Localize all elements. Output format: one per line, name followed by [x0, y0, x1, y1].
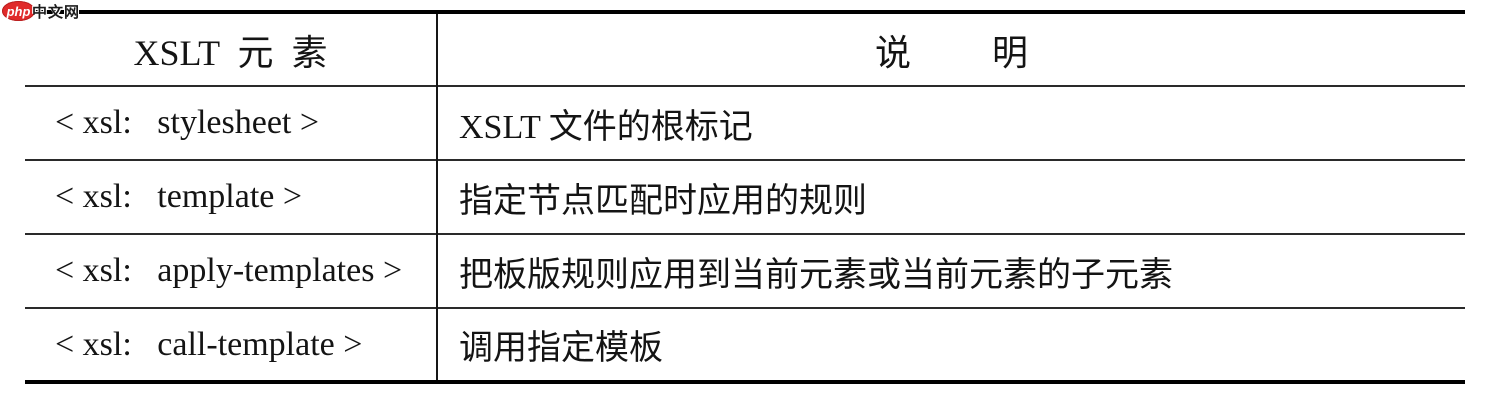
table-row: < xsl: call-template > 调用指定模板	[25, 307, 1465, 382]
php-logo-icon: php	[2, 1, 35, 21]
table-row: < xsl: template > 指定节点匹配时应用的规则	[25, 159, 1465, 234]
table-row: < xsl: apply-templates > 把板版规则应用到当前元素或当前…	[25, 233, 1465, 308]
element-cell: < xsl: call-template >	[25, 307, 438, 382]
header-description: 说 明	[874, 32, 1028, 73]
description-cell: 指定节点匹配时应用的规则	[437, 159, 1465, 234]
site-name: 中文网	[32, 3, 81, 21]
table-header-row: XSLT 元 素 说 明	[25, 12, 1465, 86]
description-cell: XSLT 文件的根标记	[437, 85, 1465, 160]
description-cell: 把板版规则应用到当前元素或当前元素的子元素	[437, 233, 1465, 308]
description-cell: 调用指定模板	[437, 307, 1465, 382]
element-cell: < xsl: stylesheet >	[25, 85, 438, 160]
xslt-elements-table: XSLT 元 素 说 明 < xsl: stylesheet > XSLT 文件…	[25, 10, 1465, 384]
element-cell: < xsl: template >	[25, 159, 438, 234]
element-cell: < xsl: apply-templates >	[25, 233, 438, 308]
table-row: < xsl: stylesheet > XSLT 文件的根标记	[25, 85, 1465, 160]
php-logo-text: php	[6, 3, 31, 19]
header-xslt-element: XSLT 元 素	[25, 12, 438, 86]
site-logo: php 中文网	[2, 1, 80, 21]
